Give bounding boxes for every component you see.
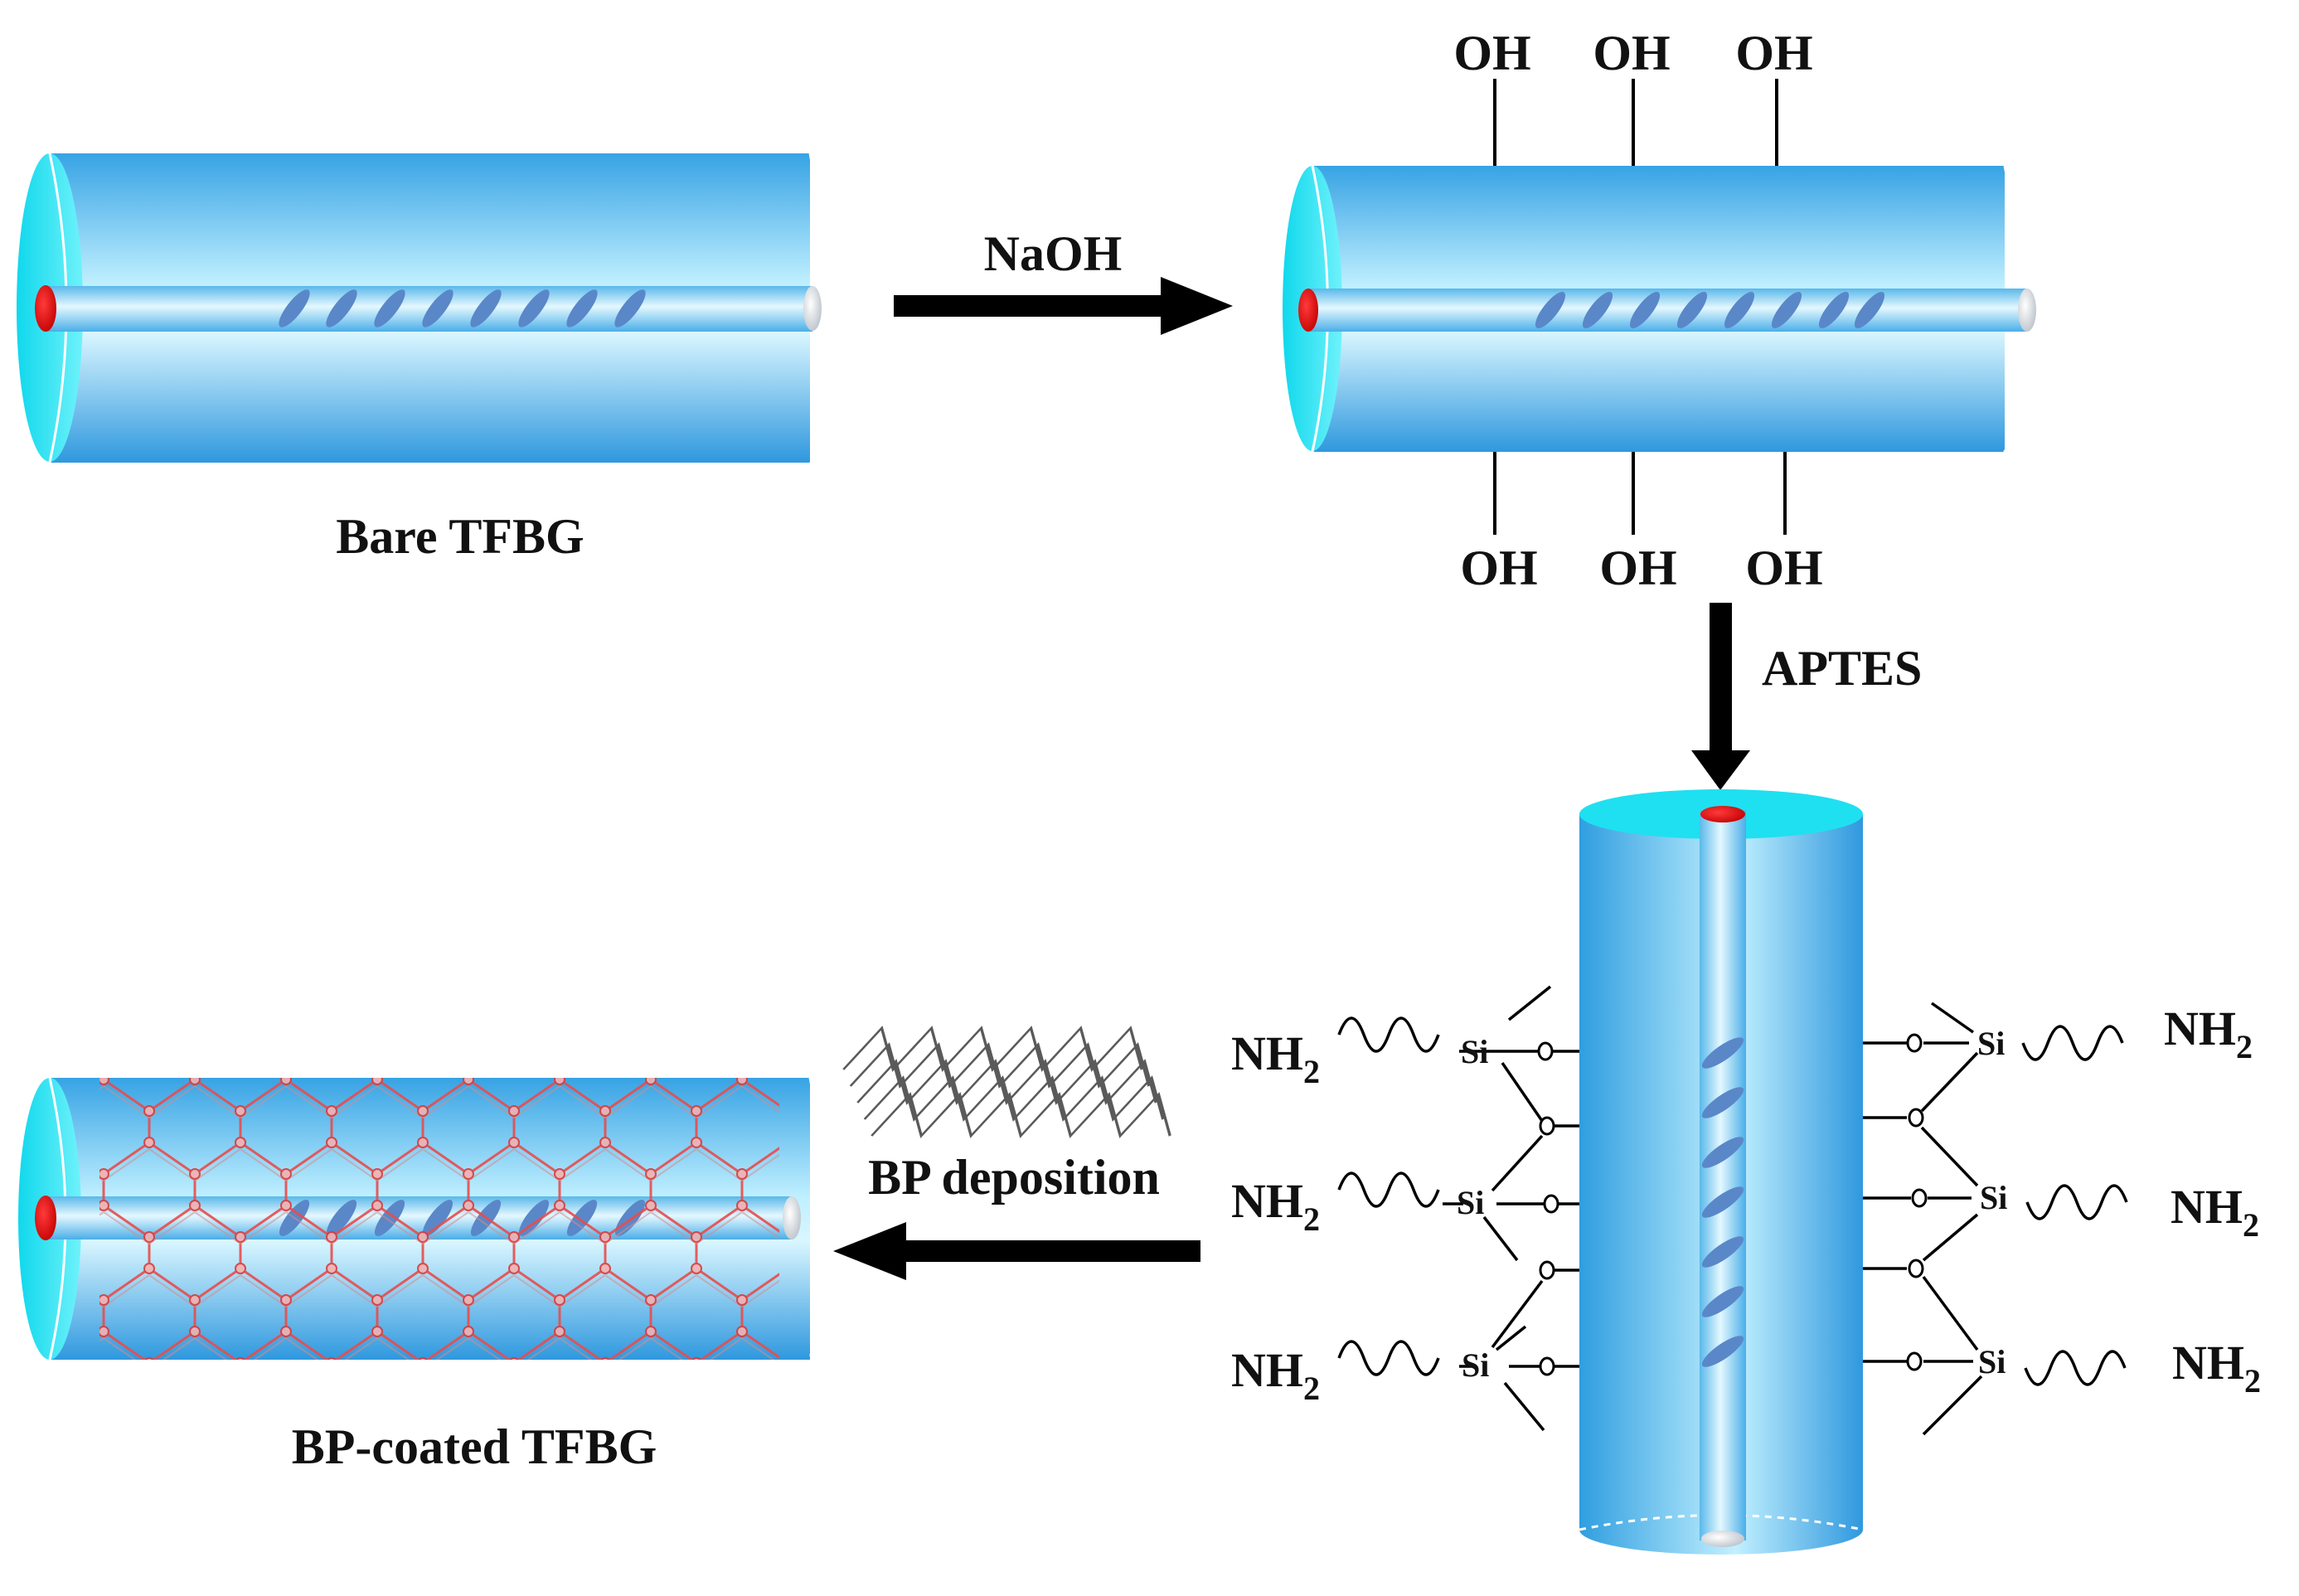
- nh2-label: NH2: [1231, 1174, 1320, 1238]
- si-label: Si: [1461, 1033, 1488, 1070]
- bp-coated-tfbg-label: BP-coated TFBG: [292, 1419, 657, 1474]
- si-label: Si: [1978, 1343, 2006, 1380]
- bp-lattice-coating: [99, 1078, 779, 1360]
- oh-label: OH: [1599, 541, 1676, 595]
- grating-marks: [1701, 1037, 1744, 1367]
- bp-deposition-label: BP deposition: [868, 1150, 1160, 1205]
- silane-nodes-left: [1537, 1041, 1559, 1376]
- oh-label: OH: [1460, 541, 1537, 595]
- bare-tfbg-cylinder: [17, 153, 826, 463]
- nh2-label: NH2: [1231, 1026, 1320, 1090]
- oh-label: OH: [1735, 26, 1812, 80]
- nh2-label: NH2: [2170, 1180, 2259, 1244]
- si-label: Si: [1462, 1346, 1489, 1384]
- nh2-label: NH2: [2172, 1336, 2261, 1400]
- nh2-label: NH2: [2164, 1002, 2253, 1065]
- nh2-groups-left: NH2 NH2 NH2 Si Si Si: [1231, 1026, 1489, 1407]
- grating-marks: [279, 289, 646, 327]
- bp-deposition-arrow: [833, 1222, 1200, 1280]
- black-phosphorus-sheet-icon: [842, 1026, 1171, 1138]
- oh-label: OH: [1745, 541, 1822, 595]
- aptes-arrow: [1691, 603, 1750, 790]
- hydroxylated-tfbg-cylinder: [1283, 79, 2036, 535]
- si-label: Si: [1457, 1184, 1484, 1221]
- bare-tfbg-label: Bare TFBG: [336, 509, 584, 564]
- silane-chains-right: [1863, 1002, 2128, 1436]
- nh2-groups-right: Si Si Si NH2 NH2 NH2: [1977, 1002, 2261, 1400]
- nh2-label: NH2: [1231, 1343, 1320, 1407]
- oh-label: OH: [1453, 26, 1530, 80]
- silane-nodes-right: [1906, 1033, 1928, 1371]
- naoh-arrow: [894, 277, 1233, 335]
- bp-coated-tfbg-cylinder: [18, 1077, 825, 1361]
- silane-chains-left: [1337, 985, 1579, 1432]
- naoh-label: NaOH: [984, 226, 1123, 281]
- aptes-label: APTES: [1762, 641, 1922, 696]
- oh-label: OH: [1593, 26, 1670, 80]
- si-label: Si: [1977, 1025, 2005, 1062]
- aptes-tfbg-cylinder: [1579, 789, 1864, 1555]
- hydroxyl-groups: OH OH OH OH OH OH: [1453, 26, 1822, 595]
- grating-marks: [1535, 292, 1885, 328]
- si-label: Si: [1980, 1179, 2007, 1216]
